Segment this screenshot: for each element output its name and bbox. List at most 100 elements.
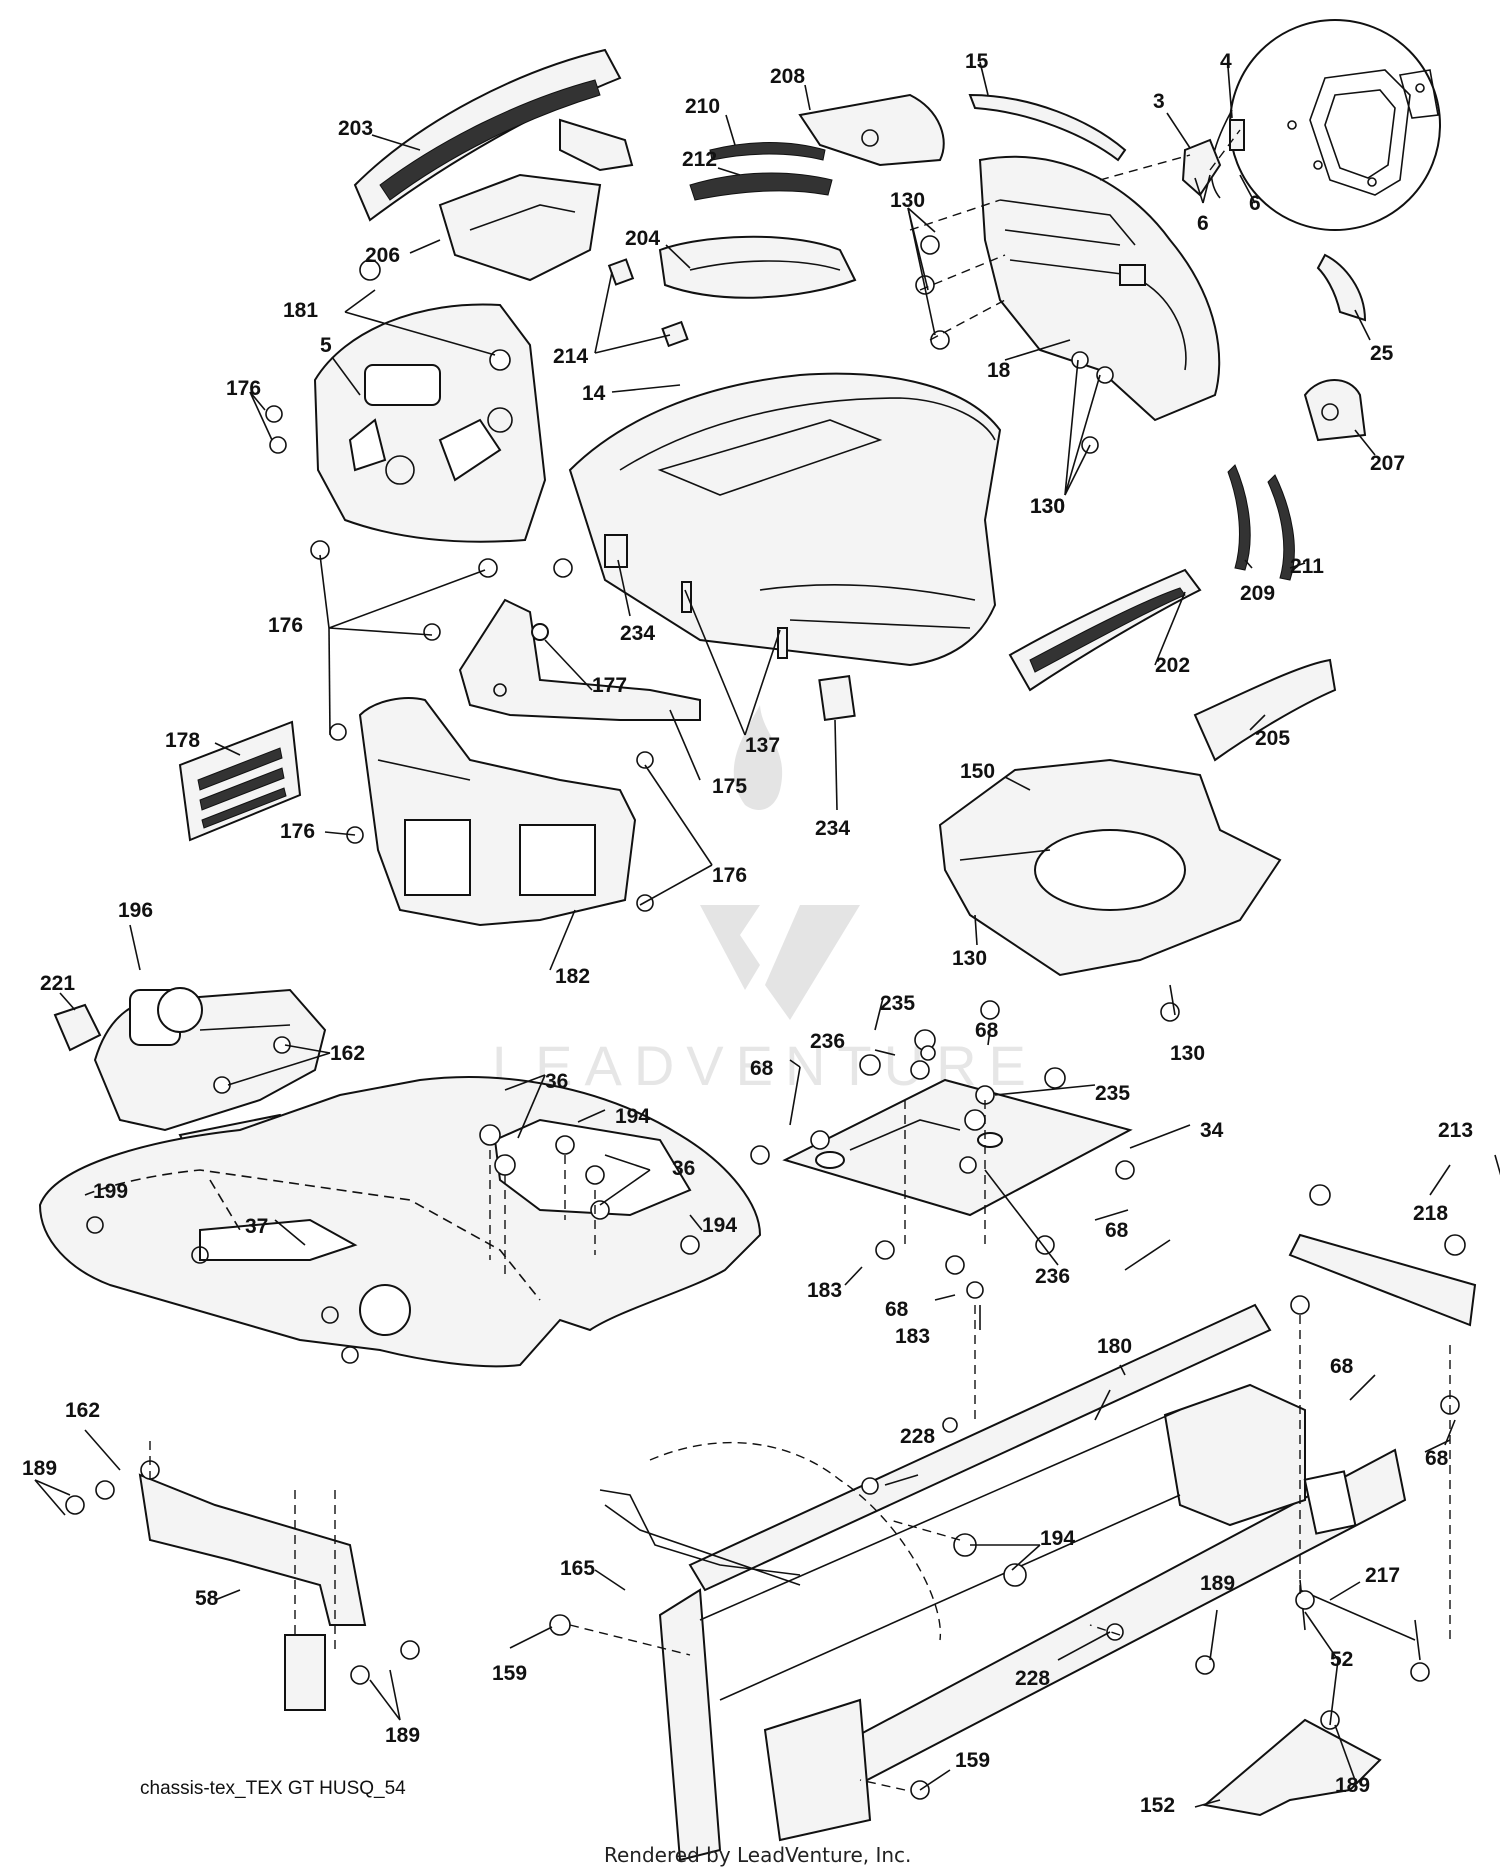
label-206: 206 <box>365 244 400 267</box>
diagram-caption: chassis-tex_TEX GT HUSQ_54 <box>140 1778 406 1799</box>
label-189c: 189 <box>385 1724 420 1747</box>
part-25-side-trim <box>1316 253 1367 322</box>
label-180: 180 <box>1097 1335 1132 1358</box>
label-196: 196 <box>118 899 153 922</box>
label-130c: 130 <box>1030 495 1065 518</box>
part-178-vent-plate <box>178 720 302 842</box>
label-214: 214 <box>553 345 588 368</box>
label-189b: 189 <box>1200 1572 1235 1595</box>
label-176a: 176 <box>226 377 261 400</box>
part-203-front-grille-bumper <box>353 48 634 222</box>
hidden-alignment-lines <box>149 129 1451 1791</box>
part-180-main-frame <box>658 1303 1407 1862</box>
part-175-bracket <box>458 598 701 721</box>
label-221: 221 <box>40 972 75 995</box>
label-68c: 68 <box>1105 1219 1129 1242</box>
part-209-211-side-grilles <box>1227 464 1295 581</box>
label-235b: 235 <box>1095 1082 1130 1105</box>
part-5-dash-panel <box>313 303 547 543</box>
label-4: 4 <box>1220 50 1232 73</box>
inset-detail-circle <box>1210 19 1441 231</box>
part-165-linkage-rod <box>599 1489 801 1586</box>
label-165: 165 <box>560 1557 595 1580</box>
label-199: 199 <box>93 1180 128 1203</box>
part-214-clips <box>607 258 689 348</box>
part-150-footrest-pan <box>938 758 1282 977</box>
part-217-rod <box>1299 1579 1421 1661</box>
label-176c: 176 <box>280 820 315 843</box>
part-182-lower-console <box>358 697 637 927</box>
label-204: 204 <box>625 227 660 250</box>
part-3-4-headlight <box>1181 119 1245 197</box>
label-159b: 159 <box>955 1749 990 1772</box>
label-181: 181 <box>283 299 318 322</box>
part-34-mounting-plate <box>782 1054 1133 1217</box>
part-152-heat-shield <box>1202 1718 1382 1817</box>
fastener-bolts-lower <box>65 235 1466 1800</box>
label-189d: 189 <box>1335 1774 1370 1797</box>
label-14: 14 <box>582 382 606 405</box>
label-183b: 183 <box>895 1325 930 1348</box>
label-162b: 162 <box>65 1399 100 1422</box>
label-5: 5 <box>320 334 332 357</box>
label-207: 207 <box>1370 452 1405 475</box>
label-177: 177 <box>592 674 627 697</box>
label-178: 178 <box>165 729 200 752</box>
label-68b: 68 <box>750 1057 774 1080</box>
label-130d: 130 <box>952 947 987 970</box>
label-228a: 228 <box>900 1425 935 1448</box>
label-209: 209 <box>1240 582 1275 605</box>
part-221-decal <box>53 1003 102 1052</box>
label-6a: 6 <box>1197 212 1209 235</box>
part-207-light-housing <box>1303 379 1367 442</box>
label-130e: 130 <box>1170 1042 1205 1065</box>
label-235a: 235 <box>880 992 915 1015</box>
leader-lines <box>34 61 1500 1808</box>
label-183a: 183 <box>807 1279 842 1302</box>
part-206-grille-bracket <box>438 173 602 282</box>
label-212: 212 <box>682 148 717 171</box>
label-176b: 176 <box>268 614 303 637</box>
part-234-decal-pieces <box>604 534 856 722</box>
label-205: 205 <box>1255 727 1290 750</box>
label-68d: 68 <box>885 1298 909 1321</box>
part-204-hood-lid <box>658 235 857 299</box>
rendered-by-footer: Rendered by LeadVenture, Inc. <box>604 1843 911 1867</box>
label-68f: 68 <box>1425 1447 1449 1470</box>
label-34: 34 <box>1200 1119 1224 1142</box>
label-236a: 236 <box>810 1030 845 1053</box>
label-15: 15 <box>965 50 989 73</box>
label-36a: 36 <box>545 1070 568 1093</box>
label-194c: 194 <box>1040 1527 1075 1550</box>
label-152: 152 <box>1140 1794 1175 1817</box>
label-202: 202 <box>1155 654 1190 677</box>
label-210: 210 <box>685 95 720 118</box>
label-137: 137 <box>745 734 780 757</box>
label-18: 18 <box>987 359 1011 382</box>
fastener-bolts-top <box>310 259 573 641</box>
label-213: 213 <box>1438 1119 1473 1142</box>
label-208: 208 <box>770 65 805 88</box>
part-14-hood <box>568 372 1002 667</box>
label-175: 175 <box>712 775 747 798</box>
part-218-bar <box>1288 1233 1477 1327</box>
part-15-trim <box>968 93 1127 162</box>
label-182: 182 <box>555 965 590 988</box>
label-189a: 189 <box>22 1457 57 1480</box>
label-211: 211 <box>1290 555 1324 578</box>
label-3: 3 <box>1153 90 1165 113</box>
part-196-fender-housing <box>93 987 327 1132</box>
label-234a: 234 <box>620 622 655 645</box>
label-236b: 236 <box>1035 1265 1070 1288</box>
label-176d: 176 <box>712 864 747 887</box>
label-150: 150 <box>960 760 995 783</box>
label-25: 25 <box>1370 342 1394 365</box>
part-58-mounting-bracket <box>138 1473 367 1711</box>
label-37: 37 <box>245 1215 268 1238</box>
label-194a: 194 <box>615 1105 650 1128</box>
label-162a: 162 <box>330 1042 365 1065</box>
label-228b: 228 <box>1015 1667 1050 1690</box>
label-217: 217 <box>1365 1564 1400 1587</box>
label-234b: 234 <box>815 817 850 840</box>
part-37-footplate-deck <box>38 1076 762 1368</box>
